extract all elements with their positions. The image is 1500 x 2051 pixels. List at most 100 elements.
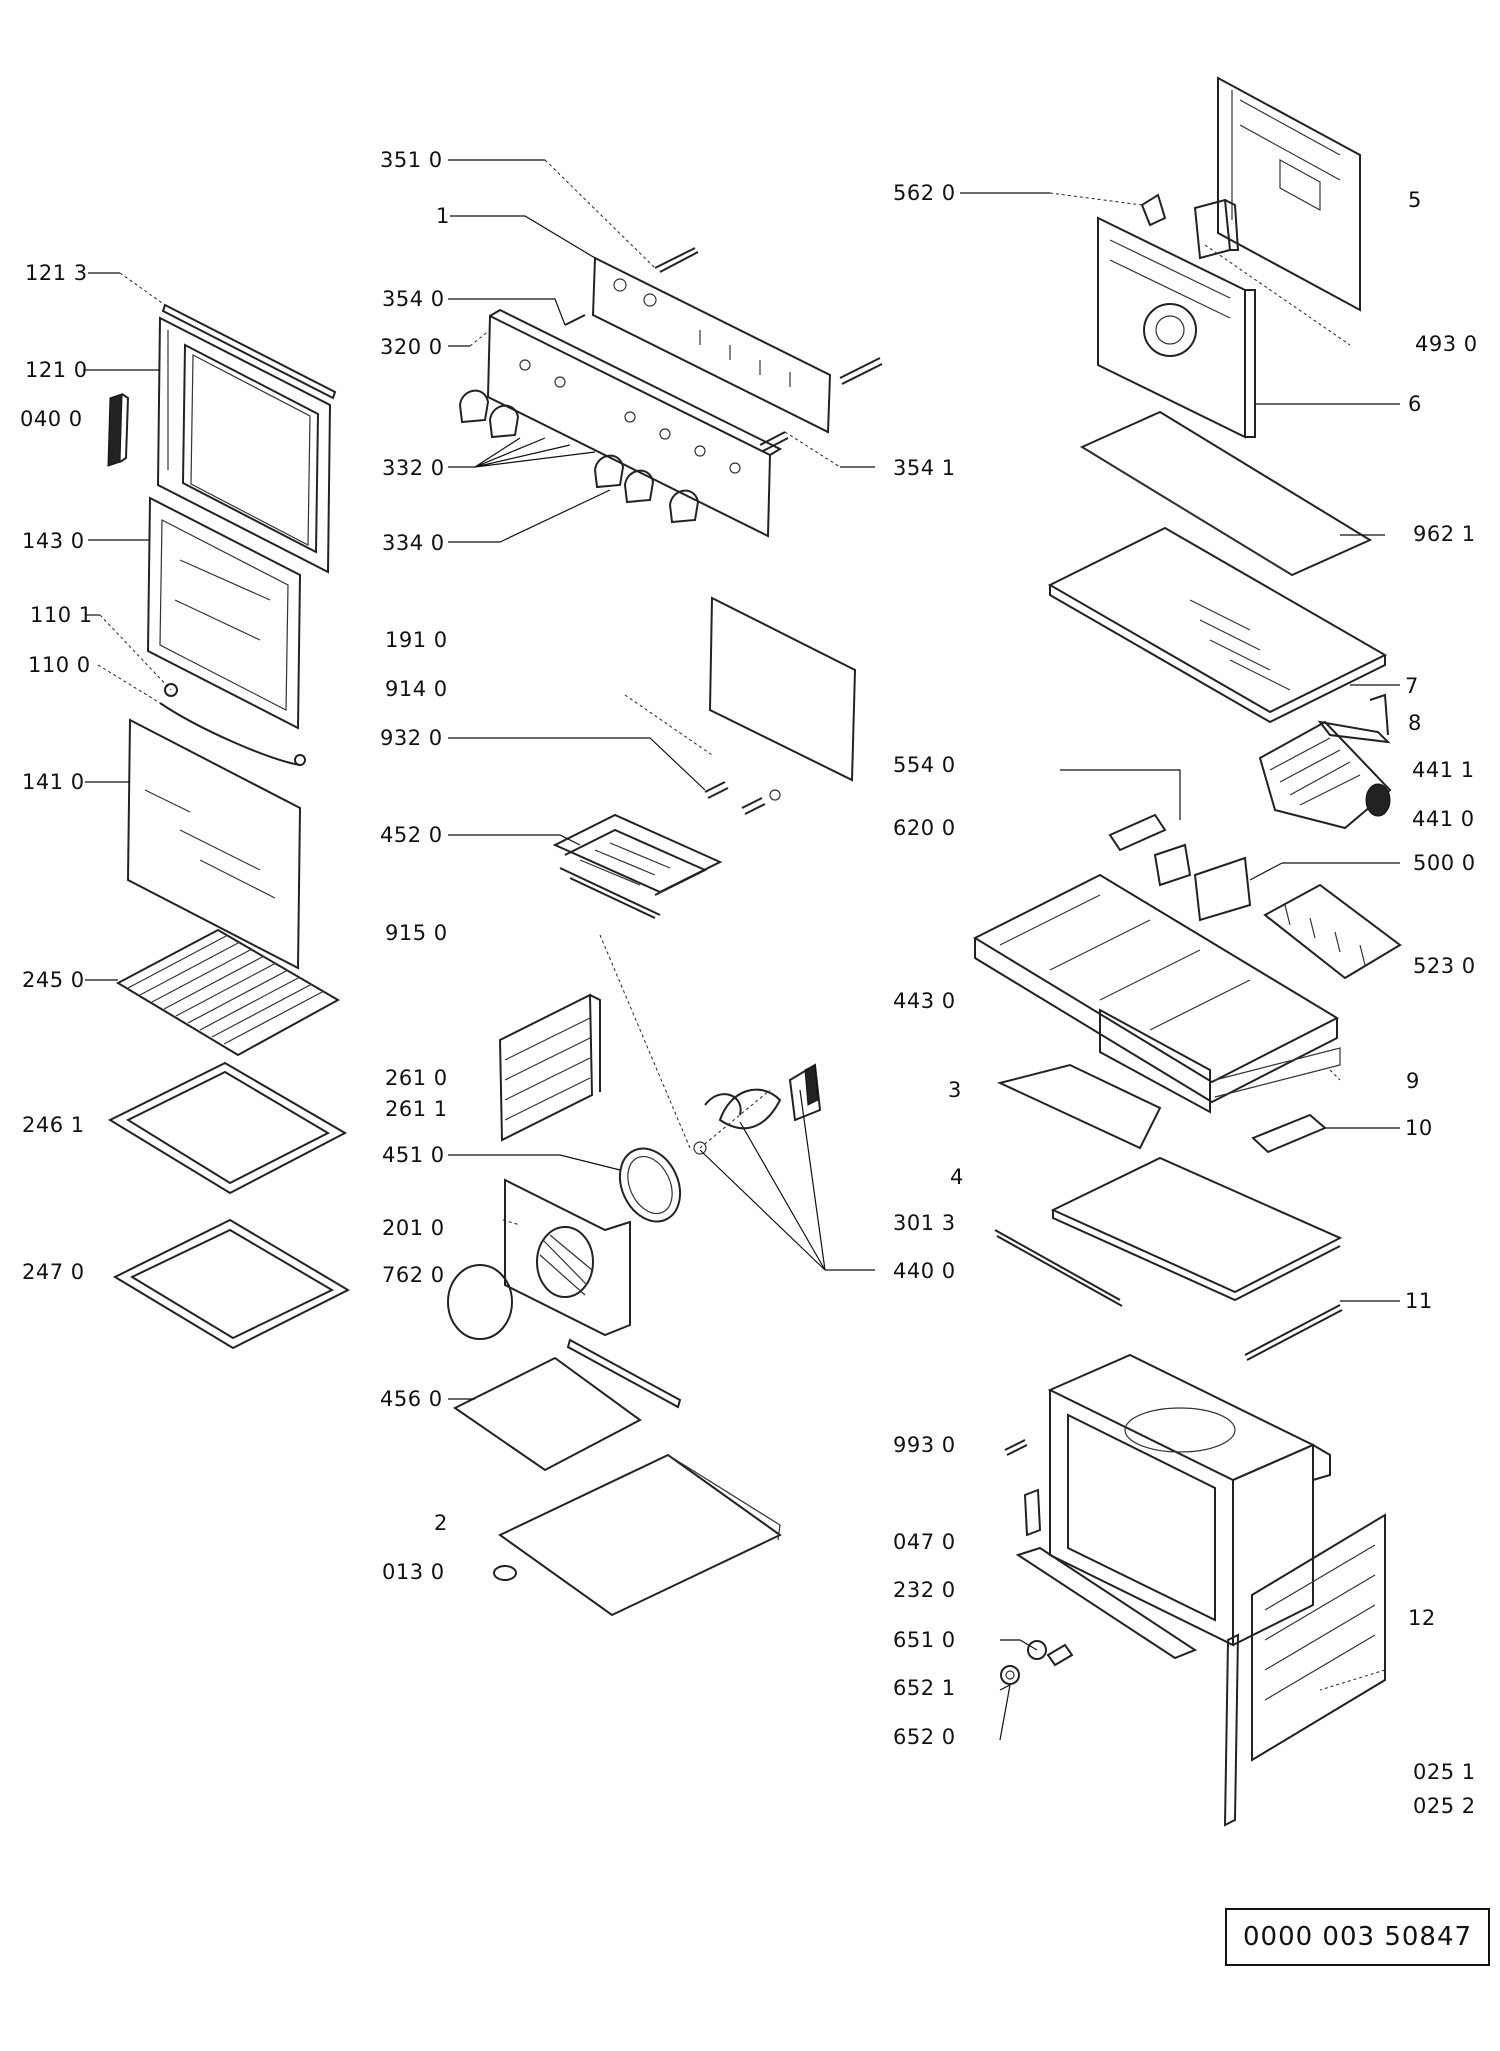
- label-334-0: 334 0: [382, 531, 445, 555]
- wire-rack: [115, 928, 341, 1057]
- back-cover: [1217, 76, 1361, 312]
- side-rail-025: [1223, 1633, 1240, 1827]
- label-12: 12: [1408, 1606, 1436, 1630]
- label-201-0: 201 0: [382, 1216, 445, 1240]
- label-143-0: 143 0: [22, 529, 85, 553]
- label-440-0: 440 0: [893, 1259, 956, 1283]
- label-040-0: 040 0: [20, 407, 83, 431]
- label-441-1: 441 1: [1412, 758, 1475, 782]
- fan-cover: [447, 1264, 513, 1340]
- label-354-1: 354 1: [893, 456, 956, 480]
- terminal-blocks: [1108, 813, 1252, 922]
- label-523-0: 523 0: [1413, 954, 1476, 978]
- label-500-0: 500 0: [1413, 851, 1476, 875]
- label-3: 3: [948, 1078, 962, 1102]
- label-915-0: 915 0: [385, 921, 448, 945]
- pin-354-1: [839, 357, 883, 385]
- bracket-047: [1023, 1488, 1042, 1537]
- screw-354-0: [564, 314, 586, 326]
- label-762-0: 762 0: [382, 1263, 445, 1287]
- label-141-0: 141 0: [22, 770, 85, 794]
- label-993-0: 993 0: [893, 1433, 956, 1457]
- label-493-0: 493 0: [1415, 332, 1478, 356]
- label-232-0: 232 0: [893, 1578, 956, 1602]
- deflector-3: [997, 1063, 1162, 1150]
- label-962-1: 962 1: [1413, 522, 1476, 546]
- label-110-1: 110 1: [30, 603, 93, 627]
- rail-301-3: [994, 1229, 1123, 1307]
- oven-cavity: [1047, 1353, 1331, 1647]
- label-652-0: 652 0: [893, 1725, 956, 1749]
- label-121-3: 121 3: [25, 261, 88, 285]
- label-047-0: 047 0: [893, 1530, 956, 1554]
- label-456-0: 456 0: [380, 1387, 443, 1411]
- label-932-0: 932 0: [380, 726, 443, 750]
- foot: [493, 1565, 517, 1581]
- side-panel-12: [1251, 1513, 1386, 1762]
- label-620-0: 620 0: [893, 816, 956, 840]
- label-9: 9: [1406, 1069, 1420, 1093]
- label-10: 10: [1405, 1116, 1433, 1140]
- label-6: 6: [1408, 392, 1422, 416]
- label-121-0: 121 0: [25, 358, 88, 382]
- door-handle: [159, 683, 306, 766]
- label-443-0: 443 0: [893, 989, 956, 1013]
- top-plate-4: [1050, 1156, 1343, 1302]
- screw-351: [654, 247, 699, 273]
- label-191-0: 191 0: [385, 628, 448, 652]
- label-651-0: 651 0: [893, 1628, 956, 1652]
- relay-block: [1193, 198, 1240, 260]
- springs: [704, 781, 781, 815]
- switch-block: [1263, 883, 1402, 980]
- front-panel: [486, 308, 783, 538]
- control-panel: [591, 256, 832, 434]
- label-11: 11: [1405, 1289, 1433, 1313]
- trim-232: [1015, 1546, 1198, 1660]
- oven-gasket: [708, 596, 857, 782]
- ring-element: [618, 1147, 682, 1223]
- label-2: 2: [434, 1511, 448, 1535]
- door-glass: [126, 718, 302, 970]
- reference-number-box: 0000 003 50847: [1225, 1908, 1491, 1966]
- label-245-0: 245 0: [22, 968, 85, 992]
- oven-lamp: [1000, 1640, 1074, 1685]
- bottom-plate: [453, 1338, 682, 1472]
- rear-panel: [504, 1178, 631, 1337]
- baking-tray: [107, 1061, 348, 1195]
- convection-fan: [693, 1063, 822, 1155]
- rod-11: [1244, 1304, 1343, 1361]
- top-cover: [1047, 526, 1388, 724]
- grill-element: [552, 813, 723, 919]
- rear-housing: [1097, 216, 1256, 439]
- label-110-0: 110 0: [28, 653, 91, 677]
- label-452-0: 452 0: [380, 823, 443, 847]
- label-332-0: 332 0: [382, 456, 445, 480]
- label-7: 7: [1405, 674, 1419, 698]
- label-1: 1: [436, 204, 450, 228]
- label-351-0: 351 0: [380, 148, 443, 172]
- outer-door: [156, 316, 332, 574]
- label-025-1: 025 1: [1413, 1760, 1476, 1784]
- clip-562: [1140, 193, 1167, 227]
- label-451-0: 451 0: [382, 1143, 445, 1167]
- door-top-strip: [161, 303, 337, 400]
- label-554-0: 554 0: [893, 753, 956, 777]
- cover-strip-10: [1251, 1113, 1327, 1154]
- label-562-0: 562 0: [893, 181, 956, 205]
- label-5: 5: [1408, 188, 1422, 212]
- inner-door-frame: [146, 496, 302, 730]
- label-013-0: 013 0: [382, 1560, 445, 1584]
- label-320-0: 320 0: [380, 335, 443, 359]
- label-354-0: 354 0: [382, 287, 445, 311]
- label-301-3: 301 3: [893, 1211, 956, 1235]
- label-247-0: 247 0: [22, 1260, 85, 1284]
- label-914-0: 914 0: [385, 677, 448, 701]
- label-025-2: 025 2: [1413, 1794, 1476, 1818]
- control-knobs: [458, 389, 700, 524]
- label-261-0: 261 0: [385, 1066, 448, 1090]
- label-246-1: 246 1: [22, 1113, 85, 1137]
- label-8: 8: [1408, 711, 1422, 735]
- door-hinge: [107, 393, 130, 467]
